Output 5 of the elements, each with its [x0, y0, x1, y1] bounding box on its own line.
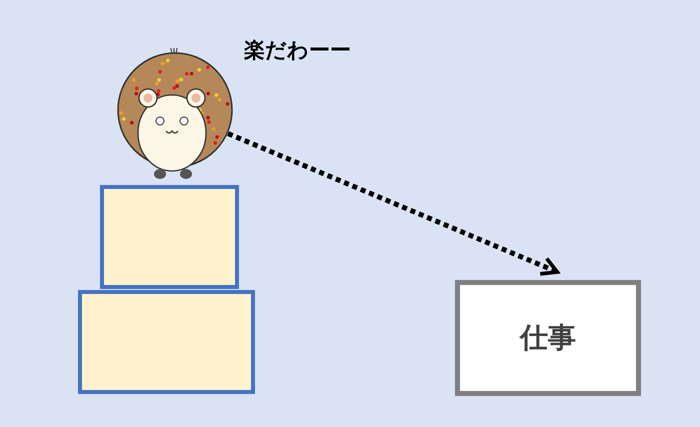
dotted-arrow: [227, 131, 560, 276]
speech-text: 楽だわーー: [244, 37, 351, 64]
stacked-box: [78, 290, 255, 394]
task-box: 仕事: [455, 280, 641, 396]
stacked-box: [100, 185, 239, 289]
